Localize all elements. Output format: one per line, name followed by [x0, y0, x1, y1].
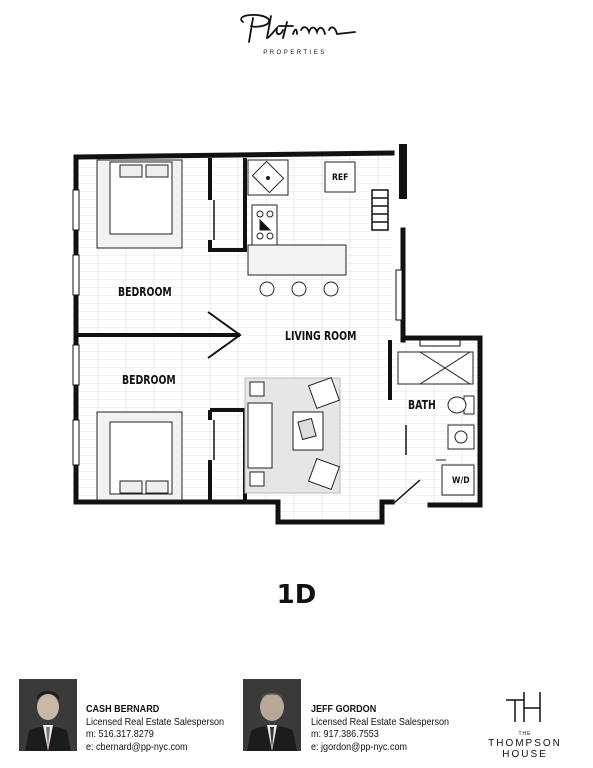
kitchen [247, 159, 356, 297]
agent-email[interactable]: e: jgordon@pp-nyc.com [311, 740, 408, 753]
unit-number: 1D [276, 580, 317, 610]
closet-doors [213, 200, 407, 460]
fixture-label-wd: W/D [452, 476, 470, 486]
entry-door [393, 479, 421, 504]
fixture-label-ref: REF [332, 173, 349, 183]
arrow-icon [207, 311, 242, 359]
windows [72, 189, 461, 466]
brand-the: THE [518, 731, 532, 737]
living-furniture [244, 376, 341, 494]
logo-script-icon [240, 14, 356, 43]
person-icon [19, 679, 77, 751]
platinum-properties-logo: PROPERTIES [225, 8, 365, 60]
agent-photo-jeff-gordon [243, 679, 301, 751]
floor-plan [72, 144, 483, 525]
agent-phone[interactable]: m: 516.317.8279 [86, 728, 154, 740]
agent-title: Licensed Real Estate Salesperson [86, 715, 225, 728]
room-label-living-room: LIVING ROOM [285, 329, 357, 343]
thompson-house-logo: THE THOMPSON HOUSE [470, 690, 580, 760]
room-label-bedroom-top: BEDROOM [118, 285, 172, 299]
agent-info-cash-bernard: CASH BERNARD Licensed Real Estate Salesp… [86, 703, 224, 753]
th-monogram-icon [506, 692, 541, 722]
agent-email[interactable]: e: cbernard@pp-nyc.com [86, 740, 188, 753]
agent-photo-cash-bernard [19, 679, 77, 751]
logo-subtitle: PROPERTIES [263, 50, 327, 56]
stairs [371, 189, 389, 231]
agent-name: JEFF GORDON [311, 703, 377, 715]
person-icon [243, 679, 301, 751]
agent-title: Licensed Real Estate Salesperson [311, 715, 450, 728]
bath-fixtures [397, 351, 475, 496]
agent-info-jeff-gordon: JEFF GORDON Licensed Real Estate Salespe… [311, 703, 449, 753]
agent-phone[interactable]: m: 917.386.7553 [311, 728, 379, 740]
room-label-bedroom-bottom: BEDROOM [122, 373, 176, 387]
bed-bottom [96, 411, 183, 501]
agent-name: CASH BERNARD [86, 703, 160, 715]
room-label-bath: BATH [408, 398, 436, 412]
brand-name: THOMPSON HOUSE [488, 738, 562, 760]
bed-top [96, 159, 183, 249]
